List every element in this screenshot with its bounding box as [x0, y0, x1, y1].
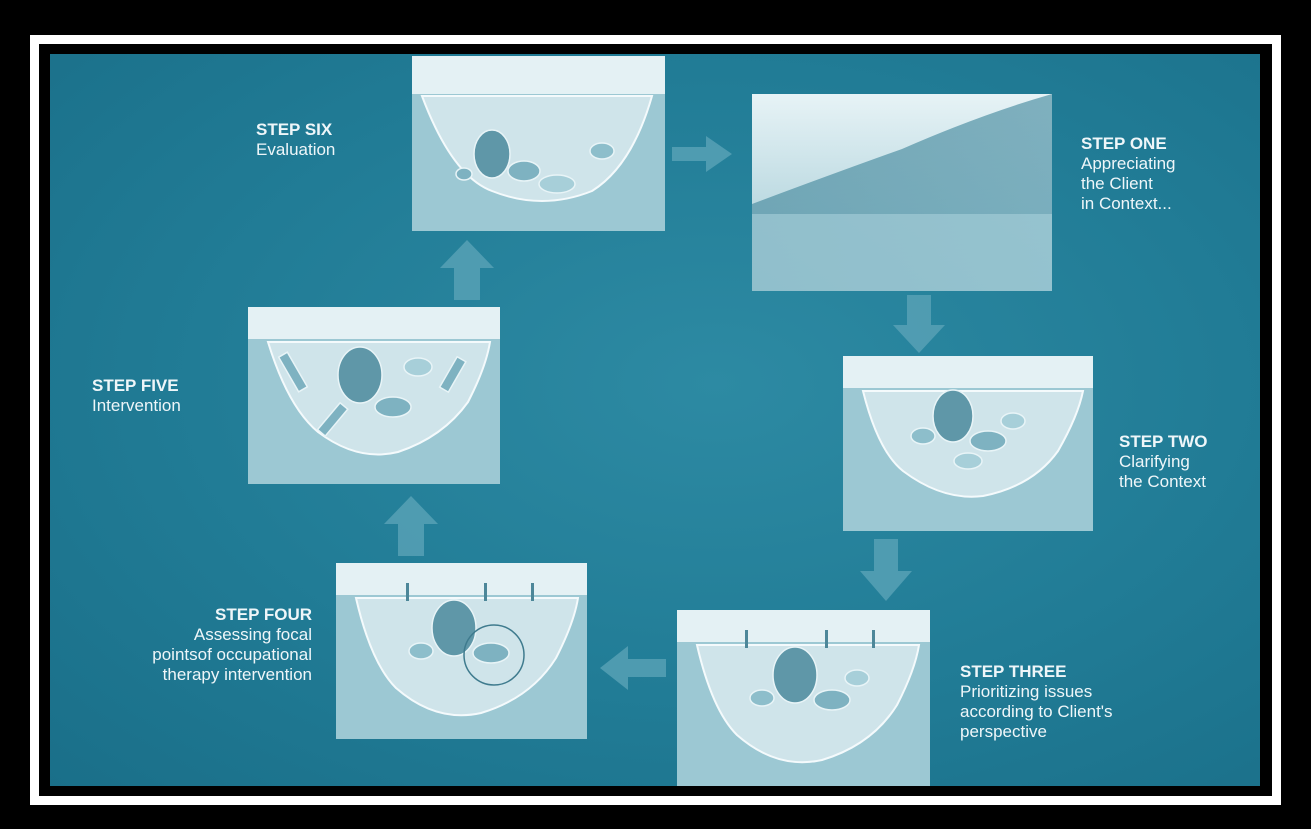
step-four-river-image — [336, 563, 587, 739]
arrow-three-to-four — [600, 646, 666, 690]
step-four-label: STEP FOUR Assessing focal pointsof occup… — [70, 605, 312, 685]
step-five-title: STEP FIVE — [92, 376, 242, 396]
step-one-label: STEP ONE Appreciating the Client in Cont… — [1081, 134, 1251, 214]
step-one-desc: Appreciating the Client in Context... — [1081, 154, 1251, 214]
arrow-four-to-five — [384, 496, 438, 556]
step-five-label: STEP FIVE Intervention — [92, 376, 242, 416]
step-two-river-image — [843, 356, 1093, 531]
arrow-one-to-two — [893, 295, 945, 353]
step-one-title: STEP ONE — [1081, 134, 1251, 154]
step-six-label: STEP SIX Evaluation — [256, 120, 396, 160]
step-two-title: STEP TWO — [1119, 432, 1259, 452]
step-one-forest-image — [752, 94, 1052, 291]
step-four-title: STEP FOUR — [70, 605, 312, 625]
step-three-river-image — [677, 610, 930, 786]
step-two-desc: Clarifying the Context — [1119, 452, 1259, 492]
step-two-label: STEP TWO Clarifying the Context — [1119, 432, 1259, 492]
arrow-five-to-six — [440, 240, 494, 300]
step-six-desc: Evaluation — [256, 140, 396, 160]
step-three-desc: Prioritizing issues according to Client'… — [960, 682, 1160, 742]
process-diagram: STEP SIX Evaluation STEP ONE Appreciatin… — [50, 54, 1260, 786]
step-five-river-image — [248, 307, 500, 484]
step-six-title: STEP SIX — [256, 120, 396, 140]
step-five-desc: Intervention — [92, 396, 242, 416]
step-four-desc: Assessing focal pointsof occupational th… — [70, 625, 312, 685]
step-three-title: STEP THREE — [960, 662, 1160, 682]
step-six-river-image — [412, 56, 665, 231]
arrow-six-to-one — [672, 136, 732, 172]
step-three-label: STEP THREE Prioritizing issues according… — [960, 662, 1160, 742]
arrow-two-to-three — [860, 539, 912, 601]
